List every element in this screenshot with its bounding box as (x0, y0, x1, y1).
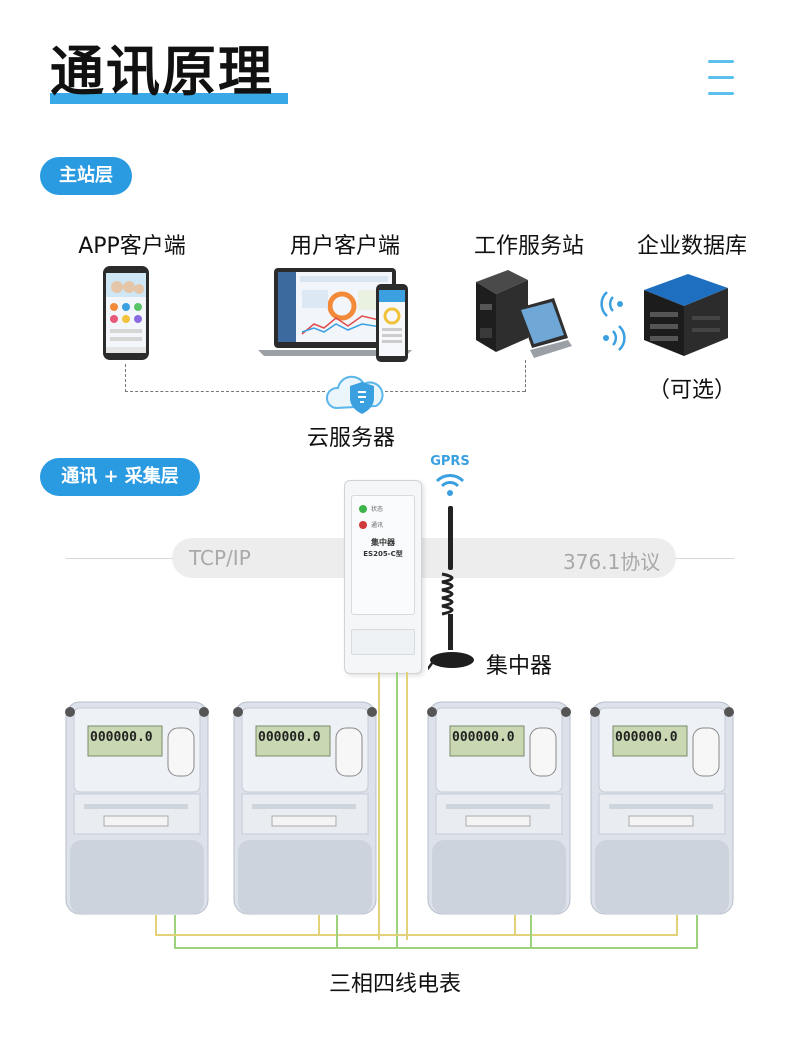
dashed-line-right (385, 391, 525, 392)
page-title: 通讯原理 (50, 40, 274, 103)
dashed-line-left (125, 391, 325, 392)
master-layer-badge: 主站层 (40, 157, 132, 195)
meter-3 (422, 700, 576, 918)
dashed-line-app (125, 364, 126, 392)
user-client-label: 用户客户端 (289, 234, 400, 259)
database-icon (638, 268, 734, 360)
protocol-band (172, 538, 676, 578)
wire-meter4-a (676, 915, 678, 935)
laptop-icon (258, 268, 418, 364)
wire-yellow-vertical-2 (406, 672, 408, 940)
enterprise-db-label: 企业数据库 (636, 234, 747, 259)
cloud-server-icon (322, 372, 388, 416)
wifi-signal-icon (598, 288, 628, 354)
title-underline (50, 93, 288, 104)
wire-green-vertical (396, 672, 398, 948)
concentrator-label: 集中器 (486, 654, 553, 679)
concentrator-device: 状态 通讯 集中器 ES205-C型 (344, 480, 422, 674)
meter-1-display: 000000.0 (90, 730, 153, 745)
meter-1 (60, 700, 214, 918)
wire-meter2-a (318, 915, 320, 935)
dashed-line-station (525, 360, 526, 392)
phone-icon (102, 265, 150, 361)
app-client-label: APP客户端 (78, 234, 186, 259)
meters-label: 三相四线电表 (328, 972, 461, 997)
optional-note: （可选） (647, 378, 736, 403)
meter-4-display: 000000.0 (615, 730, 678, 745)
meter-3-display: 000000.0 (452, 730, 515, 745)
meter-2 (228, 700, 382, 918)
wire-yellow-vertical (378, 672, 380, 940)
concentrator-panel-model: ES205-C型 (363, 550, 403, 558)
wire-meter3-a (514, 915, 516, 935)
led-status-label: 状态 (371, 506, 384, 513)
protocol-tcpip: TCP/IP (189, 546, 251, 570)
comm-layer-badge: 通讯 + 采集层 (40, 458, 200, 496)
wire-meter1-b (174, 915, 176, 948)
gprs-signal-icon (434, 472, 466, 498)
meter-4 (585, 700, 739, 918)
server-workstation-icon (472, 268, 572, 360)
band-line-left (66, 558, 176, 559)
wire-meter2-b (336, 915, 338, 948)
antenna-icon (428, 504, 484, 680)
wire-bus-green (174, 947, 698, 949)
led-comm-label: 通讯 (371, 522, 384, 529)
protocol-376: 376.1协议 (563, 550, 661, 574)
wire-meter1-a (155, 915, 157, 935)
wire-meter4-b (696, 915, 698, 948)
gprs-label: GPRS (430, 454, 470, 469)
meter-2-display: 000000.0 (258, 730, 321, 745)
wire-meter3-b (530, 915, 532, 948)
menu-icon[interactable] (708, 60, 736, 96)
work-station-label: 工作服务站 (473, 234, 584, 259)
concentrator-panel-name: 集中器 (371, 538, 395, 547)
wire-bus-yellow (155, 934, 678, 936)
cloud-server-label: 云服务器 (306, 426, 395, 451)
band-line-right (672, 558, 734, 559)
